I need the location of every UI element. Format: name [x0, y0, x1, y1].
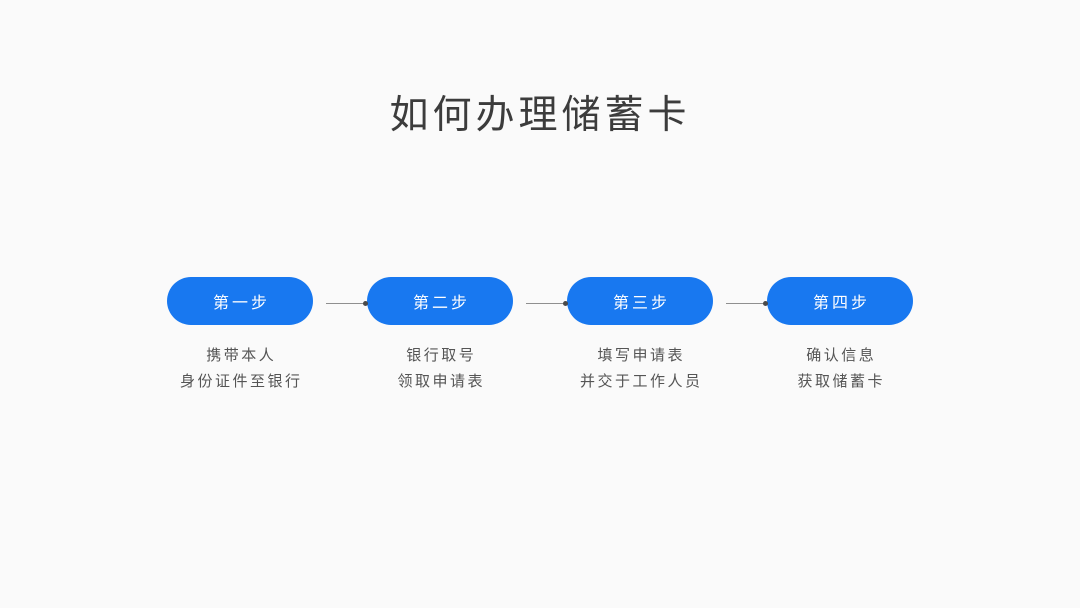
process-steps-row: 第一步 携带本人 身份证件至银行 第二步 银行取号 领取申请表 第三步 填写申请…	[167, 277, 913, 417]
process-step-1: 第一步 携带本人 身份证件至银行	[167, 277, 313, 395]
arrow-connector-3-icon	[726, 300, 768, 306]
step-2-caption-line-2: 领取申请表	[397, 373, 485, 390]
step-2-caption-line-1: 银行取号	[406, 347, 477, 364]
step-3-caption-line-2: 并交于工作人员	[579, 373, 703, 390]
process-step-3: 第三步 填写申请表 并交于工作人员	[567, 277, 713, 395]
step-1-caption-line-2: 身份证件至银行	[179, 373, 303, 390]
connector-dot-2	[563, 300, 568, 306]
page-title: 如何办理储蓄卡	[389, 94, 691, 137]
step-3-caption: 填写申请表 并交于工作人员	[577, 343, 702, 395]
arrow-connector-2-icon	[526, 300, 568, 306]
connector-line-3	[726, 302, 764, 304]
connector-dot-1	[363, 300, 368, 306]
step-2-caption: 银行取号 领取申请表	[395, 343, 485, 395]
step-4-caption-line-1: 确认信息	[806, 347, 877, 364]
step-3-caption-line-1: 填写申请表	[597, 347, 685, 364]
step-1-caption-line-1: 携带本人	[206, 347, 277, 364]
step-4-pill[interactable]: 第四步	[767, 277, 913, 325]
process-step-4: 第四步 确认信息 获取储蓄卡	[767, 277, 913, 395]
step-1-pill[interactable]: 第一步	[167, 277, 313, 325]
connector-line-2	[526, 302, 564, 304]
arrow-connector-1-icon	[326, 300, 368, 306]
connector-dot-3	[763, 300, 768, 306]
process-step-2: 第二步 银行取号 领取申请表	[367, 277, 513, 395]
step-3-pill[interactable]: 第三步	[567, 277, 713, 325]
step-2-pill[interactable]: 第二步	[367, 277, 513, 325]
step-1-caption: 携带本人 身份证件至银行	[177, 343, 302, 395]
connector-line-1	[326, 302, 364, 304]
step-4-caption-line-2: 获取储蓄卡	[797, 373, 885, 390]
step-4-caption: 确认信息 获取储蓄卡	[795, 343, 885, 395]
